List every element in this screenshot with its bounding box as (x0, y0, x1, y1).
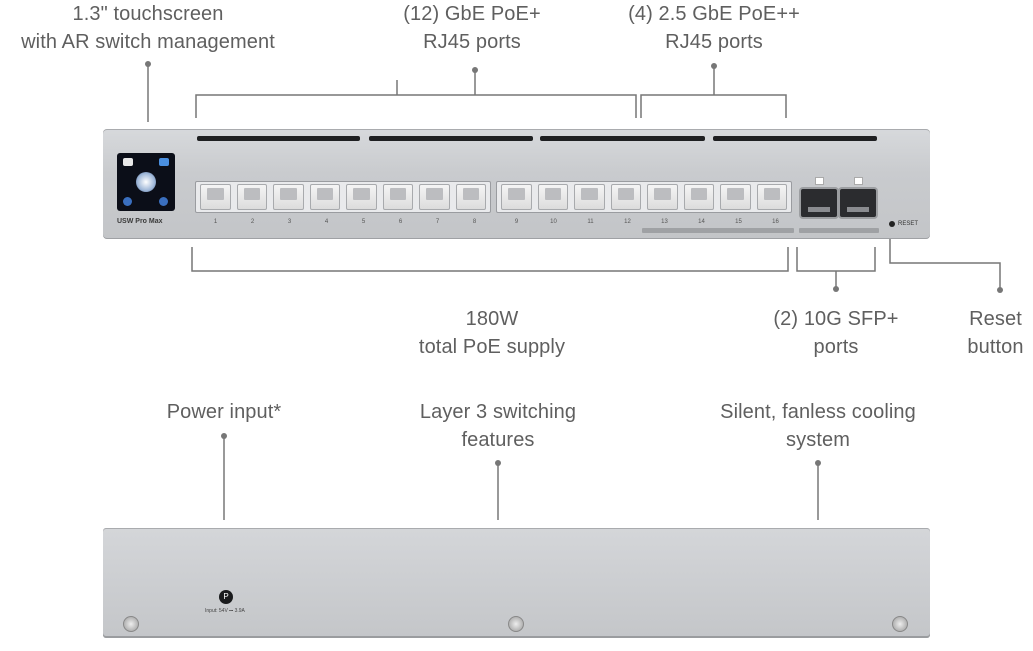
rj45-port-6[interactable] (382, 184, 413, 210)
rj45-port-14[interactable] (683, 184, 714, 210)
port-number: 1 (213, 219, 218, 225)
port-number: 10 (550, 219, 557, 225)
screw-icon (892, 616, 908, 632)
rj45-port-15[interactable] (720, 184, 751, 210)
rj45-port-1[interactable] (200, 184, 231, 210)
ports-25-label: (4) 2.5 GbE PoE++ RJ45 ports (628, 3, 800, 53)
settings-icon[interactable] (159, 197, 168, 206)
port-number: 12 (624, 219, 631, 225)
touchscreen-label: 1.3" touchscreen with AR switch manageme… (21, 3, 275, 53)
touchscreen[interactable] (117, 153, 175, 211)
sfp-port-18[interactable] (840, 189, 876, 217)
switch-front-panel: USW Pro Max 1 2 3 4 5 6 7 8 9 10 11 12 1… (103, 129, 930, 239)
reset-button[interactable] (889, 221, 895, 227)
gbe-ports-label: (12) GbE PoE+ RJ45 ports (403, 3, 541, 53)
layer3-label: Layer 3 switching features (419, 401, 577, 451)
vent (369, 136, 533, 141)
switch-back-panel: P Input: 54V ⎓ 3.9A (103, 528, 930, 638)
port-number: 14 (698, 219, 705, 225)
rj45-port-7[interactable] (419, 184, 450, 210)
port-group-9-16 (496, 181, 792, 213)
port-number: 16 (772, 219, 779, 225)
rj45-port-11[interactable] (574, 184, 605, 210)
port-strip-sfp (799, 228, 879, 233)
power-input-jack[interactable]: P (219, 590, 233, 604)
rj45-port-5[interactable] (346, 184, 377, 210)
port-number: 13 (661, 219, 668, 225)
device-icon[interactable] (136, 172, 156, 192)
poe-supply-label: 180W total PoE supply (418, 308, 566, 358)
rj45-port-2[interactable] (236, 184, 267, 210)
sfp-label: (2) 10G SFP+ ports (773, 308, 899, 358)
rj45-port-13[interactable] (647, 184, 678, 210)
port-number: 8 (472, 219, 477, 225)
port-strip-25g (642, 228, 794, 233)
home-icon[interactable] (123, 158, 133, 166)
port-number: 11 (587, 219, 594, 225)
vent (197, 136, 360, 141)
sfp-led (815, 177, 824, 185)
screw-icon (123, 616, 139, 632)
port-number: 9 (514, 219, 519, 225)
port-number: 7 (435, 219, 440, 225)
port-number: 15 (735, 219, 742, 225)
rj45-port-12[interactable] (610, 184, 641, 210)
reset-label: Reset button (967, 308, 1024, 358)
sfp-led (854, 177, 863, 185)
power-input-label: Power input* (166, 401, 282, 423)
rj45-port-8[interactable] (455, 184, 486, 210)
power-rating: Input: 54V ⎓ 3.9A (205, 608, 245, 614)
vent (713, 136, 877, 141)
port-number: 6 (398, 219, 403, 225)
sfp-port-17[interactable] (801, 189, 837, 217)
rj45-port-10[interactable] (537, 184, 568, 210)
rj45-port-4[interactable] (309, 184, 340, 210)
port-number: 3 (287, 219, 292, 225)
info-icon[interactable] (123, 197, 132, 206)
port-number: 5 (361, 219, 366, 225)
model-label: USW Pro Max (117, 218, 163, 225)
cooling-label: Silent, fanless cooling system (720, 401, 916, 451)
stats-icon[interactable] (159, 158, 169, 166)
rj45-port-9[interactable] (501, 184, 532, 210)
rj45-port-16[interactable] (756, 184, 787, 210)
rj45-port-3[interactable] (273, 184, 304, 210)
port-number: 4 (324, 219, 329, 225)
port-group-1-8 (195, 181, 491, 213)
vent (540, 136, 705, 141)
port-number: 2 (250, 219, 255, 225)
reset-text: RESET (898, 221, 919, 227)
screw-icon (508, 616, 524, 632)
